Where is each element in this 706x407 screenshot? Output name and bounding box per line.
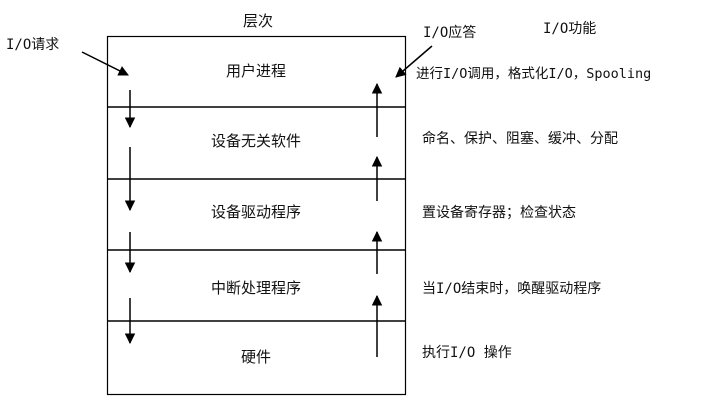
layer-function: 当I/O结束时，唤醒驱动程序 xyxy=(422,281,602,297)
request-pointer-arrow xyxy=(81,51,129,76)
layer-function: 置设备寄存器；检查状态 xyxy=(422,205,576,221)
layer-name: 用户进程 xyxy=(225,62,286,80)
layer-stack-box xyxy=(106,35,407,396)
layer-name: 中断处理程序 xyxy=(210,279,301,297)
layer-function: 进行I/O调用，格式化I/O，Spooling xyxy=(416,66,652,82)
io-response-label: I/O应答 xyxy=(423,25,477,41)
layer-function: 执行I/O 操作 xyxy=(422,345,512,361)
response-pointer-arrow xyxy=(395,45,433,78)
io-request-label: I/O请求 xyxy=(6,37,60,53)
layer-name: 设备驱动程序 xyxy=(210,203,301,221)
io-function-header: I/O功能 xyxy=(543,21,597,37)
layer-name: 硬件 xyxy=(240,348,271,366)
layer-name: 设备无关软件 xyxy=(210,132,301,150)
layer-function: 命名、保护、阻塞、缓冲、分配 xyxy=(422,131,618,147)
layers-header: 层次 xyxy=(243,12,274,30)
